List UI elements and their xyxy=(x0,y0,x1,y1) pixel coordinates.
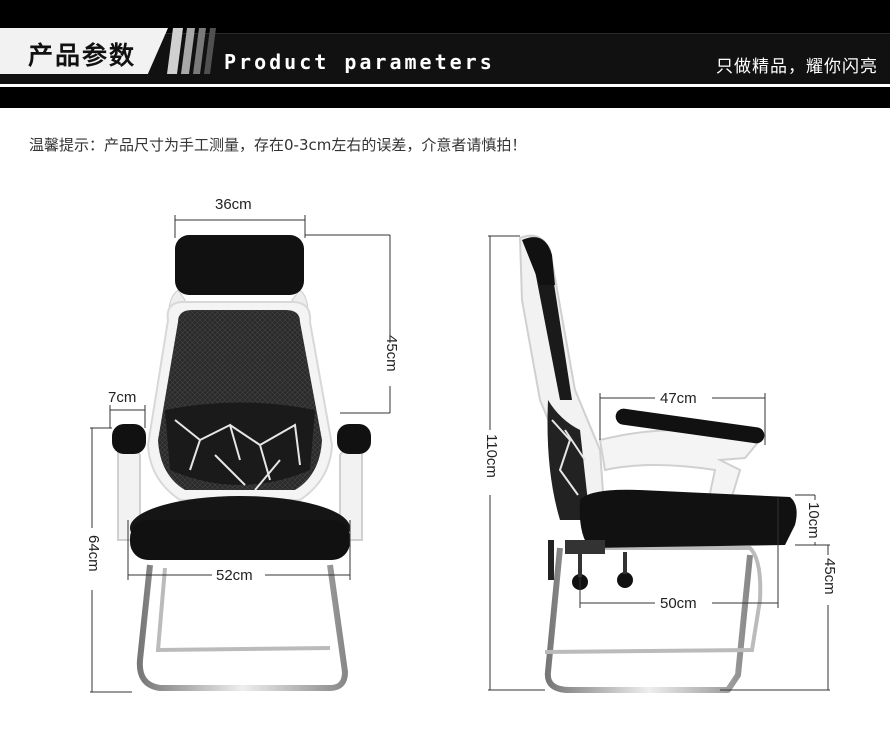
front-headrest-width: 36cm xyxy=(215,196,252,213)
slogan: 只做精品，耀你闪亮 xyxy=(716,57,878,77)
banner-underline xyxy=(0,84,890,87)
side-total-height: 110cm xyxy=(483,434,500,478)
side-chair xyxy=(518,234,797,693)
front-back-height: 45cm xyxy=(383,335,400,372)
measurement-notice: 温馨提示：产品尺寸为手工测量，存在0-3cm左右的误差，介意者请慎拍！ xyxy=(29,136,527,154)
front-total-height: 64cm xyxy=(85,535,102,572)
side-arm-depth: 47cm xyxy=(660,390,697,407)
header-banner: 产品参数 Product parameters 只做精品，耀你闪亮 xyxy=(0,0,890,108)
front-dimension-lines xyxy=(90,215,391,693)
stripes-decoration xyxy=(167,28,216,74)
front-chair xyxy=(112,235,371,691)
side-dimension-lines xyxy=(488,235,830,691)
section-title-en: Product parameters xyxy=(224,50,495,74)
side-seat-height: 45cm xyxy=(821,558,838,595)
front-arm-width: 7cm xyxy=(108,389,137,406)
title-box xyxy=(0,28,168,74)
side-seat-depth: 50cm xyxy=(660,595,697,612)
side-cushion-thickness: 10cm xyxy=(805,502,822,539)
front-seat-width: 52cm xyxy=(216,567,253,584)
section-title-cn: 产品参数 xyxy=(28,41,137,70)
